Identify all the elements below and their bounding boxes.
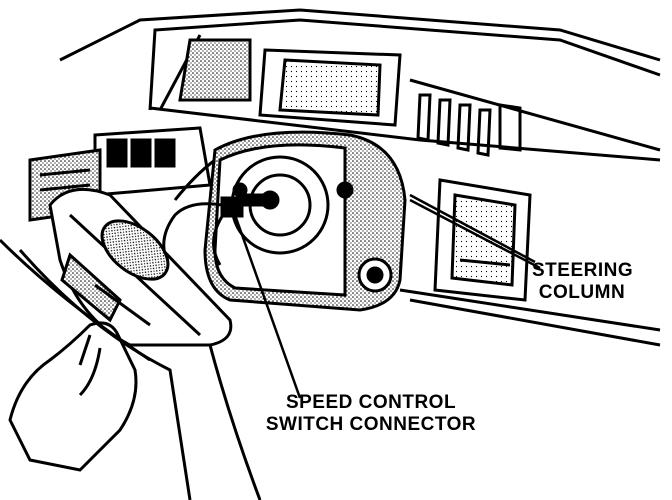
right-panel — [399, 178, 661, 347]
steering-column-label: STEERING COLUMN — [532, 260, 634, 304]
speed-control-switch-connector-label: SPEED CONTROL SWITCH CONNECTOR — [246, 392, 496, 436]
steering-column-label-line-2: COLUMN — [538, 282, 626, 303]
speed-connector-leader — [233, 214, 302, 399]
leader-lines — [233, 193, 541, 399]
steering-column-leader — [409, 193, 536, 264]
dashboard-housing — [59, 8, 661, 162]
steering-wheel — [48, 187, 233, 347]
speed-control-connector — [162, 158, 244, 266]
left-switch-panel — [28, 126, 212, 222]
lower-trim — [0, 238, 262, 500]
hand — [8, 321, 138, 472]
column-shroud — [203, 130, 407, 312]
speed-control-label-line-2: SWITCH CONNECTOR — [265, 414, 477, 435]
speed-control-label-line-1: SPEED CONTROL — [285, 392, 457, 413]
steering-column-label-line-1: STEERING — [532, 260, 634, 281]
